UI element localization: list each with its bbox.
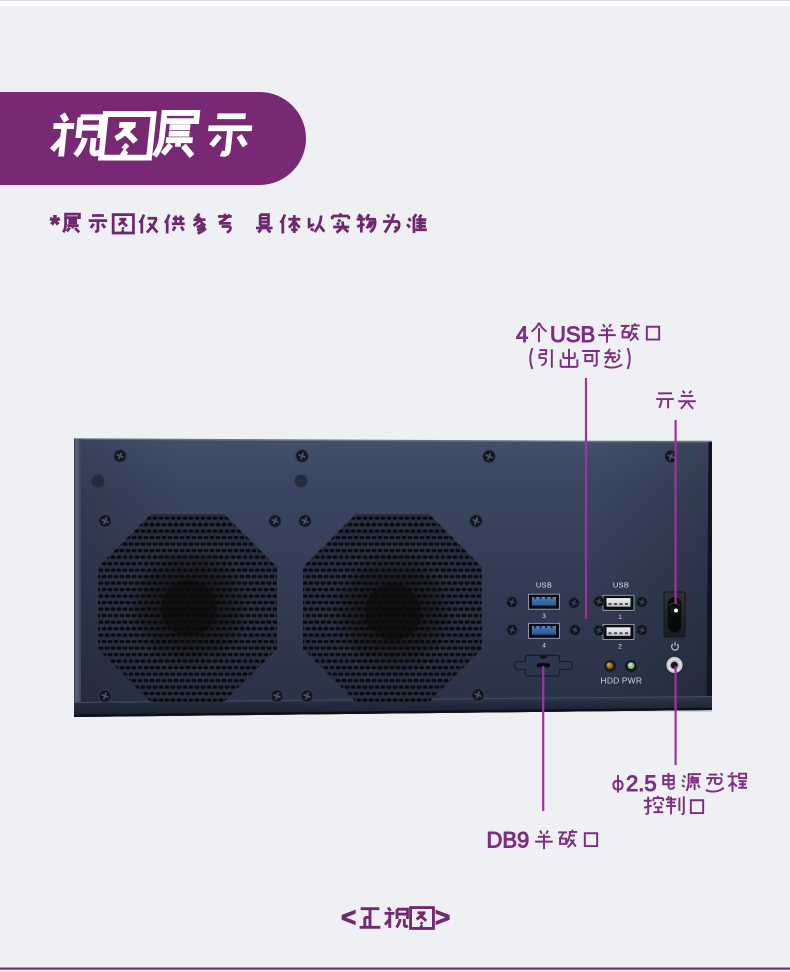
svg-text:2: 2 xyxy=(618,644,622,651)
svg-text:1: 1 xyxy=(618,614,622,621)
svg-text:DB9: DB9 xyxy=(487,828,530,853)
svg-text:4: 4 xyxy=(516,322,528,347)
svg-text:2.5: 2.5 xyxy=(626,771,657,796)
svg-text:3: 3 xyxy=(542,613,546,620)
svg-text:>: > xyxy=(435,902,450,932)
svg-text:USB: USB xyxy=(550,322,595,347)
svg-text:PWR: PWR xyxy=(622,676,642,686)
svg-text:*: * xyxy=(50,211,60,239)
svg-text:<: < xyxy=(341,902,356,932)
svg-text:HDD: HDD xyxy=(600,676,619,686)
svg-text:USB: USB xyxy=(536,581,552,590)
svg-text:USB: USB xyxy=(613,581,629,590)
svg-text:4: 4 xyxy=(542,643,546,650)
